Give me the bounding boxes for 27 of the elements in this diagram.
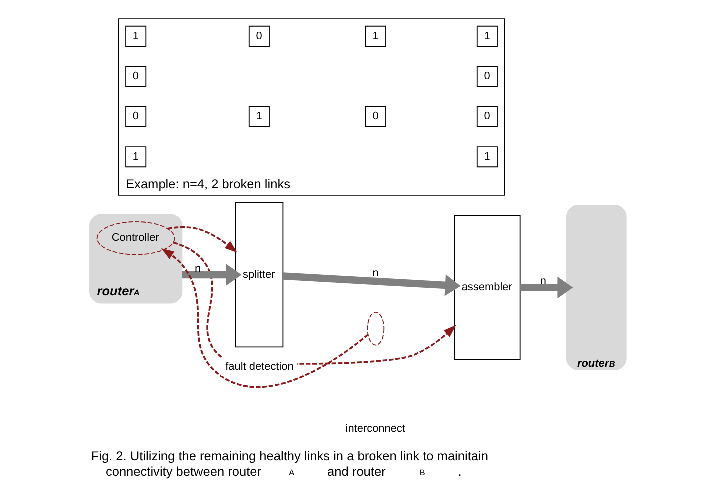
- node-box: assembler: [454, 215, 520, 360]
- node-box: 1: [125, 146, 146, 168]
- arrow: [520, 276, 573, 299]
- node-box: 0: [476, 106, 498, 128]
- edge-label: n: [540, 276, 546, 288]
- node-box: 1: [364, 26, 386, 47]
- node-box: 1: [125, 26, 146, 47]
- node-circle: [366, 312, 384, 346]
- edge-label: n: [194, 262, 201, 275]
- label: interconnect: [345, 423, 405, 436]
- node-box: routerB: [566, 205, 626, 370]
- arrow: [160, 248, 368, 388]
- node-box: 1: [248, 106, 270, 128]
- node-ellipse: Controller: [96, 222, 175, 256]
- arrow: [182, 264, 242, 286]
- arrow: [282, 272, 460, 296]
- edge-label: n: [372, 267, 378, 280]
- arrow: [167, 226, 238, 253]
- edge-label: fault detection: [225, 361, 294, 374]
- node-box: 1: [476, 146, 498, 168]
- node-box: 0: [125, 66, 146, 88]
- node-box: 0: [364, 106, 386, 128]
- node-box: 0: [476, 66, 498, 88]
- node-box: splitter: [234, 202, 284, 348]
- node-box: 0: [248, 26, 270, 47]
- node-box: 0: [125, 106, 146, 128]
- node-box: 1: [476, 26, 498, 47]
